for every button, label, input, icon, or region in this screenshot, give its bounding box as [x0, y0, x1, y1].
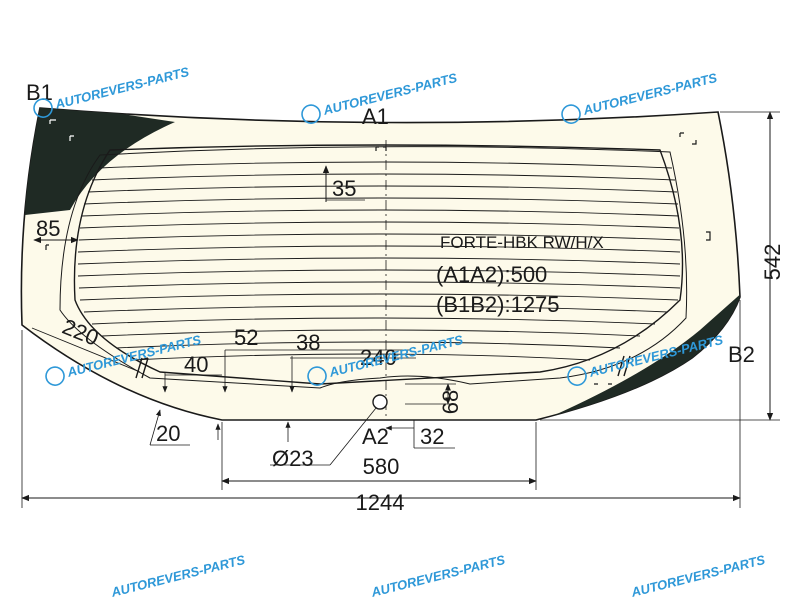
dim-68: 68 — [438, 390, 463, 414]
svg-text:AUTOREVERS-PARTS: AUTOREVERS-PARTS — [109, 552, 247, 600]
dim-overall-width: 1244 — [356, 490, 405, 515]
heater-outline — [73, 144, 684, 385]
svg-text:AUTOREVERS-PARTS: AUTOREVERS-PARTS — [53, 64, 191, 112]
diagonal-b1b2: (B1B2):1275 — [436, 292, 560, 317]
wiper-hole — [372, 394, 388, 410]
dim-side-offset: 85 — [36, 216, 60, 241]
glass-outline — [20, 107, 741, 421]
dim-38: 38 — [296, 330, 320, 355]
heater-grid-lines — [77, 161, 681, 361]
point-a1: A1 — [362, 104, 389, 129]
point-b2: B2 — [728, 342, 755, 367]
dim-240: 240 — [360, 345, 397, 370]
dim-bottom-flat: 580 — [363, 454, 400, 479]
point-a2: A2 — [362, 424, 389, 449]
model-label: FORTE-HBK RW/H/X — [440, 233, 604, 252]
frit-line — [59, 146, 688, 389]
mount-marks — [45, 132, 711, 385]
svg-text:AUTOREVERS-PARTS: AUTOREVERS-PARTS — [321, 70, 459, 118]
dim-52: 52 — [234, 325, 258, 350]
svg-text:AUTOREVERS-PARTS: AUTOREVERS-PARTS — [581, 70, 719, 118]
tint-top-left — [25, 108, 175, 215]
diagonal-a1a2: (A1A2):500 — [436, 262, 547, 287]
dim-height: 542 — [760, 244, 785, 281]
dim-top-offset: 35 — [332, 176, 356, 201]
dim-32: 32 — [420, 424, 444, 449]
svg-text:AUTOREVERS-PARTS: AUTOREVERS-PARTS — [629, 552, 767, 600]
svg-text:AUTOREVERS-PARTS: AUTOREVERS-PARTS — [369, 552, 507, 600]
dim-hole: Ø23 — [272, 446, 314, 471]
dim-40: 40 — [184, 352, 208, 377]
dim-20: 20 — [156, 421, 180, 446]
